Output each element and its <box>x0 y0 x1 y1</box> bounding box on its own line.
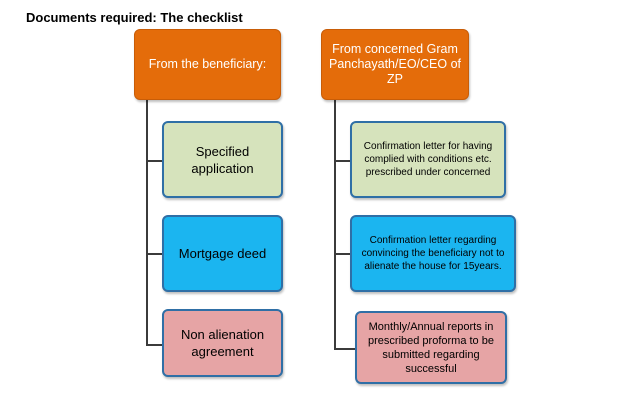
left-trunk-line <box>146 100 148 346</box>
right-item-box-3: Monthly/Annual reports in prescribed pro… <box>355 311 507 384</box>
right-item-label-3: Monthly/Annual reports in prescribed pro… <box>368 320 494 375</box>
left-branch-line-1 <box>146 160 162 162</box>
right-branch-line-3 <box>334 348 356 350</box>
left-header-label: From the beneficiary: <box>148 57 267 71</box>
right-branch-line-1 <box>334 160 350 162</box>
right-header-label: From concerned Gram Panchayath/EO/CEO of… <box>328 42 461 86</box>
left-item-box-2: Mortgage deed <box>162 215 283 292</box>
left-branch-line-3 <box>146 344 162 346</box>
right-item-box-2: Confirmation letter regarding convincing… <box>350 215 516 292</box>
page-title: Documents required: The checklist <box>26 10 243 25</box>
right-item-box-1: Confirmation letter for having complied … <box>350 121 506 198</box>
right-item-label-2: Confirmation letter regarding convincing… <box>361 235 505 272</box>
left-item-box-1: Specified application <box>162 121 283 198</box>
left-item-label-2: Mortgage deed <box>178 246 267 261</box>
left-branch-line-2 <box>146 253 162 255</box>
left-header-box: From the beneficiary: <box>134 29 281 100</box>
right-trunk-line <box>334 100 336 350</box>
right-branch-line-2 <box>334 253 350 255</box>
left-item-label-3: Non alienation agreement <box>180 327 265 359</box>
left-item-label-1: Specified application <box>191 143 254 176</box>
right-item-label-1: Confirmation letter for having complied … <box>363 141 493 178</box>
right-header-box: From concerned Gram Panchayath/EO/CEO of… <box>321 29 469 100</box>
left-item-box-3: Non alienation agreement <box>162 309 283 377</box>
